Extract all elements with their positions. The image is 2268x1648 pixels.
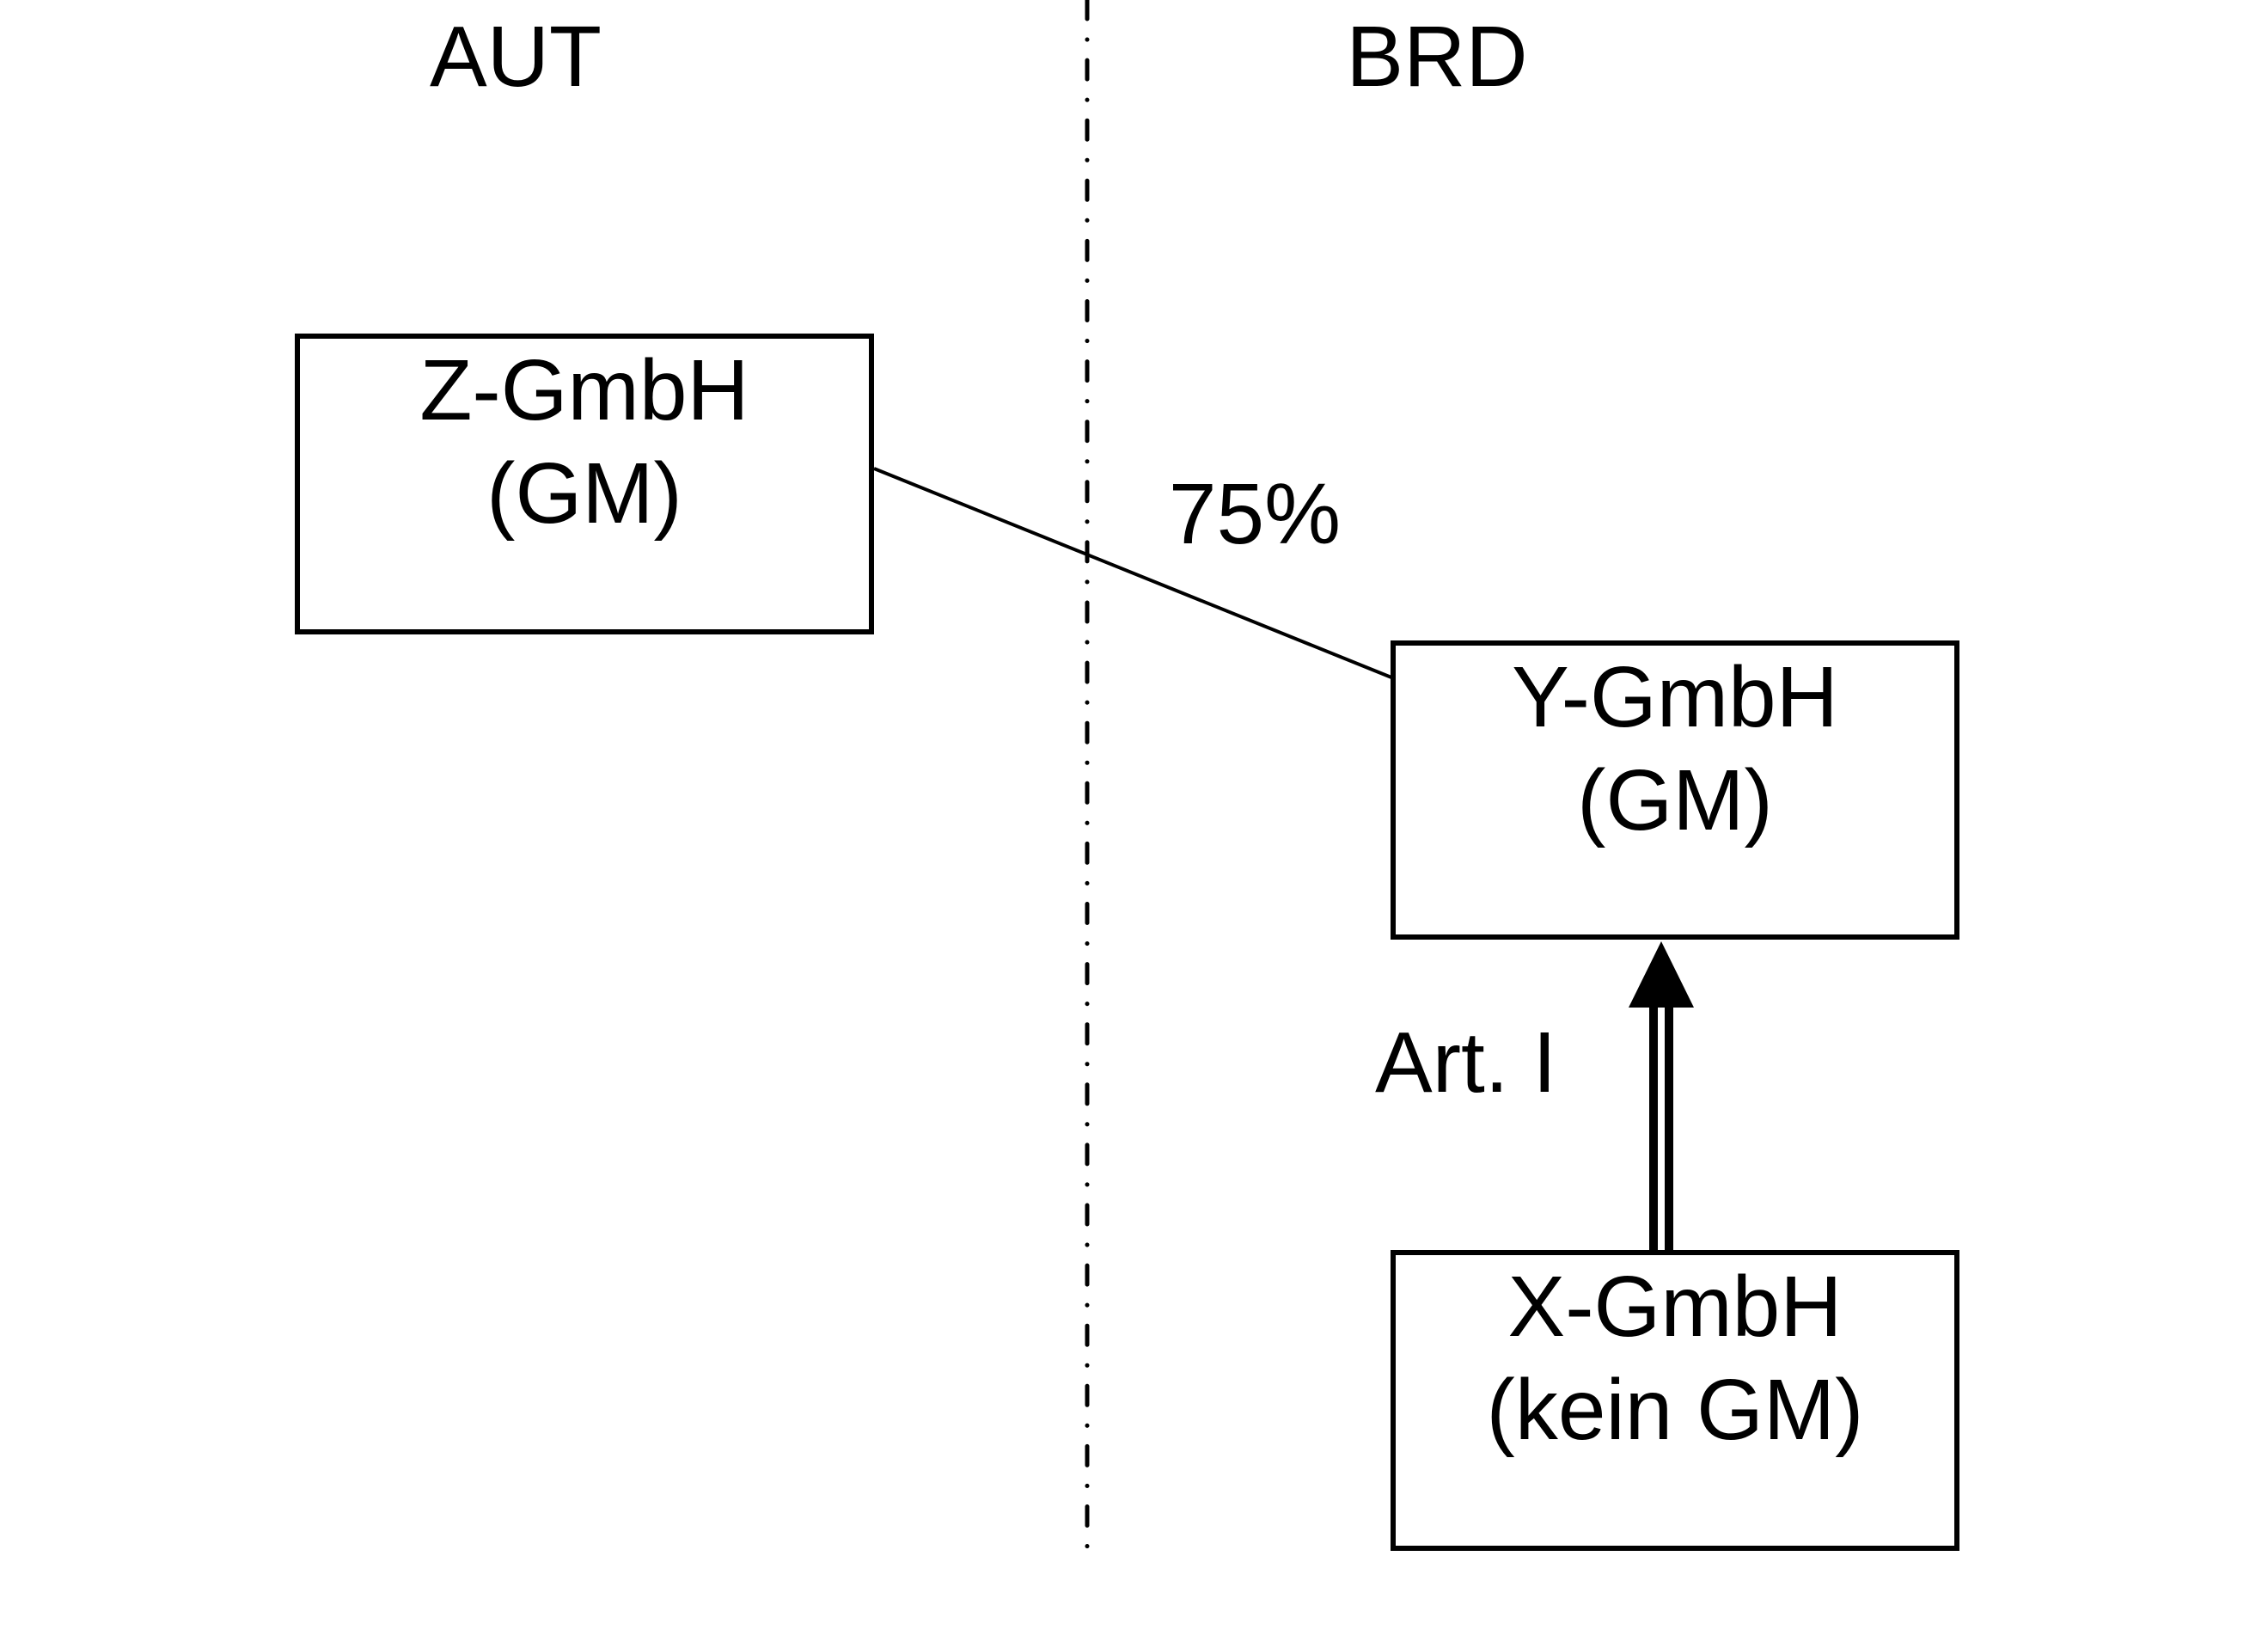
company-status-z: (GM) [486, 445, 682, 542]
country-label-aut: AUT [430, 9, 602, 105]
company-name-y: Y-GmbH [1512, 649, 1838, 745]
company-name-x: X-GmbH [1507, 1259, 1843, 1355]
ownership-line [873, 467, 1397, 681]
company-box-x: X-GmbH (kein GM) [1391, 1250, 1959, 1551]
company-status-y: (GM) [1577, 752, 1773, 849]
contribution-article-label: Art. I [1375, 1014, 1557, 1111]
contribution-arrow [1629, 941, 1694, 1250]
ownership-percentage-label: 75% [1168, 466, 1342, 562]
company-name-z: Z-GmbH [419, 342, 749, 438]
contribution-arrowhead-icon [1629, 941, 1694, 1008]
company-box-y: Y-GmbH (GM) [1391, 640, 1959, 940]
company-box-z: Z-GmbH (GM) [295, 334, 874, 634]
country-label-brd: BRD [1346, 9, 1528, 105]
company-status-x: (kein GM) [1486, 1362, 1864, 1458]
